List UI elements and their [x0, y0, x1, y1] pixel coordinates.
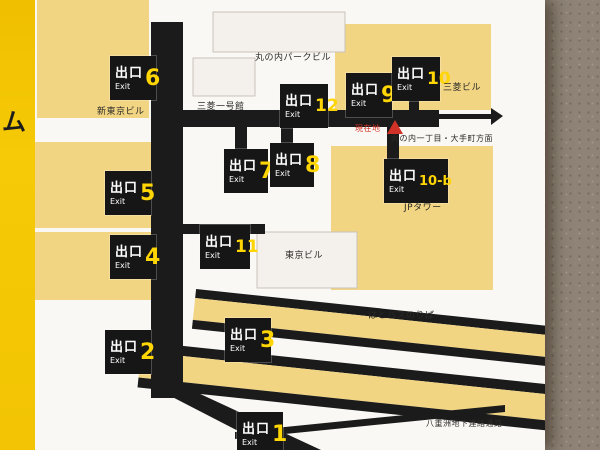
exit-label-en: Exit	[275, 168, 291, 178]
exit-number: 12	[315, 96, 339, 116]
exit-label-jp: 出口	[229, 158, 258, 174]
exit-label-en: Exit	[229, 174, 245, 184]
exit-label-en: Exit	[230, 343, 246, 353]
exit-label-en: Exit	[115, 81, 131, 91]
exit-label-en: Exit	[242, 437, 258, 447]
exit-label-en: Exit	[110, 196, 126, 206]
label-hato-bus-stop: はとバスのりば	[368, 311, 435, 321]
exit-number: 6	[145, 65, 161, 91]
building-marunouchi-park	[212, 11, 346, 53]
label-marunouchi-park-building: 丸の内パークビル	[255, 53, 332, 63]
exit-number: 5	[140, 180, 156, 206]
passage-line-lower-2	[137, 377, 545, 433]
exit-label-jp: 出口	[275, 152, 304, 168]
label-jp-tower: JPタワー	[404, 203, 442, 213]
corridor-arrow-line	[433, 114, 491, 119]
exit-label-jp: 出口	[205, 234, 234, 250]
passage-band-lower	[138, 351, 545, 423]
building-mitsubishi-ichigokan	[192, 57, 256, 97]
exit-number: 1	[272, 421, 288, 447]
exit-label-jp: 出口	[242, 421, 271, 437]
label-shin-tokyo-building: 新東京ビル	[97, 107, 145, 117]
exit-number: 10-b	[419, 174, 452, 189]
exit-label-jp: 出口	[115, 65, 144, 81]
exit-label-en: Exit	[115, 260, 131, 270]
building-tokyo	[256, 231, 358, 289]
label-mitsubishi-building: 三菱ビル	[443, 83, 482, 93]
label-direction-marunouchi-otemachi: 丸の内一丁目・大手町方面	[391, 134, 493, 143]
sign-side-strip: ム	[0, 0, 35, 450]
passage-line-upper-2	[191, 319, 545, 366]
bus-strip	[192, 297, 545, 357]
buildings-gray	[192, 11, 358, 289]
exit-label-jp: 出口	[389, 168, 418, 184]
exit-label-jp: 出口	[110, 180, 139, 196]
exit-label-en: Exit	[351, 98, 367, 108]
corridors	[151, 22, 505, 450]
exit-number: 8	[305, 152, 321, 178]
corridor-main-vertical	[151, 22, 183, 398]
exit-label-jp: 出口	[351, 82, 380, 98]
label-yaesu-underground-passage: 八重洲地下連絡通路	[426, 419, 503, 428]
corridor-arrowhead	[491, 108, 503, 125]
exit-label-jp: 出口	[110, 339, 139, 355]
exit-label-en: Exit	[205, 250, 221, 260]
label-current-location: 現在地	[355, 124, 381, 133]
exit-number: 4	[145, 244, 161, 270]
exit-label-en: Exit	[389, 184, 405, 194]
exit-number: 3	[260, 327, 276, 353]
exit-label-en: Exit	[110, 355, 126, 365]
exit-label-jp: 出口	[397, 66, 426, 82]
corridor-yaesu-passage	[235, 405, 505, 439]
corridor-stub-exit10b	[387, 126, 399, 162]
exit-number: 11	[235, 237, 259, 257]
exit-number: 2	[140, 339, 156, 365]
exit-label-jp: 出口	[115, 244, 144, 260]
label-mitsubishi-ichigokan: 三菱一号館	[197, 102, 245, 112]
corridor-stub-exit10	[409, 100, 419, 112]
exit-number: 10	[427, 69, 451, 89]
label-tokyo-building: 東京ビル	[285, 251, 324, 261]
map-artwork	[35, 0, 545, 450]
current-location-marker-icon	[387, 120, 403, 134]
corridor-stub-exit7	[235, 126, 247, 152]
exit-label-en: Exit	[397, 82, 413, 92]
exit-label-jp: 出口	[285, 93, 314, 109]
exit-label-en: Exit	[285, 109, 301, 119]
passage-line-upper-1	[195, 289, 545, 336]
exit-label-jp: 出口	[230, 327, 259, 343]
sign-side-text: ム	[2, 108, 26, 136]
